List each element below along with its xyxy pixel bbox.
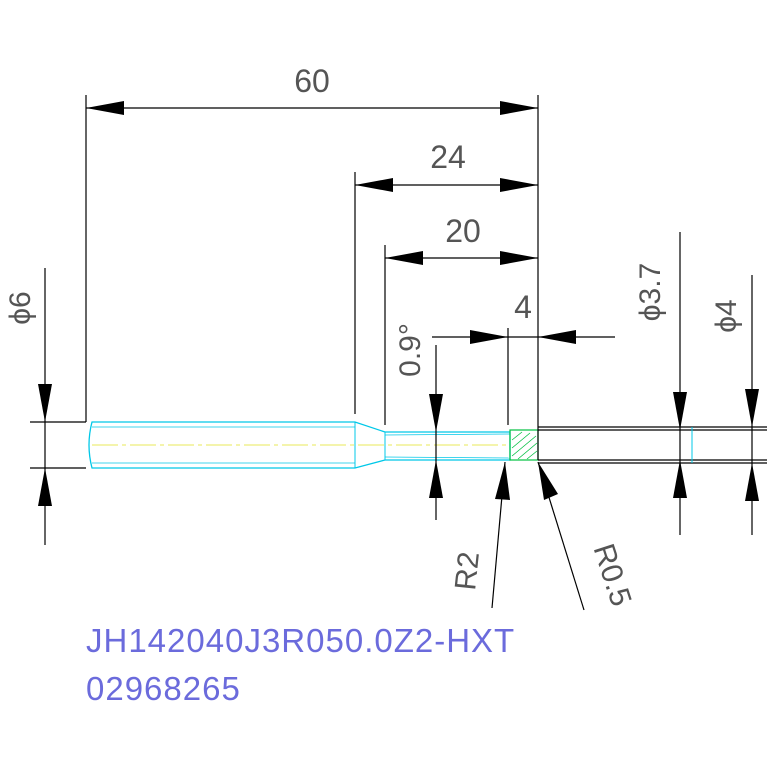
neck-inner-line xyxy=(384,433,511,436)
arrow xyxy=(745,463,759,501)
dimension-geometry xyxy=(30,95,767,611)
shank-outline xyxy=(88,421,511,469)
dim-text-24: 24 xyxy=(430,139,466,175)
arrow xyxy=(745,389,759,427)
neck-inner-line xyxy=(384,456,511,459)
arrow xyxy=(38,468,52,506)
dim-text-phi6: ϕ6 xyxy=(4,291,37,325)
arrow xyxy=(673,392,687,430)
arrow xyxy=(355,178,393,192)
arrow xyxy=(38,384,52,422)
dim-text-r2: R2 xyxy=(449,550,486,592)
dim-text-phi3-7: ϕ3.7 xyxy=(634,263,667,322)
arrow xyxy=(495,462,510,500)
arrow xyxy=(500,101,538,115)
dim-text-angle: 0.9° xyxy=(394,323,427,377)
dim-text-60: 60 xyxy=(294,63,330,99)
arrow xyxy=(385,251,423,265)
tool-profile xyxy=(88,421,539,469)
arrow xyxy=(429,394,443,432)
arrow xyxy=(500,178,538,192)
arrow xyxy=(429,460,443,498)
arrow xyxy=(538,330,576,344)
part-number: 02968265 xyxy=(86,670,241,707)
arrow xyxy=(673,460,687,498)
arrow xyxy=(86,101,124,115)
dim-text-phi4: ϕ4 xyxy=(710,299,743,333)
arrow xyxy=(500,251,538,265)
dim-text-20: 20 xyxy=(445,213,481,249)
dim-text-4: 4 xyxy=(514,289,532,325)
arrow xyxy=(470,330,508,344)
arrow xyxy=(538,462,558,500)
part-code: JH142040J3R050.0Z2-HXT xyxy=(86,622,515,659)
